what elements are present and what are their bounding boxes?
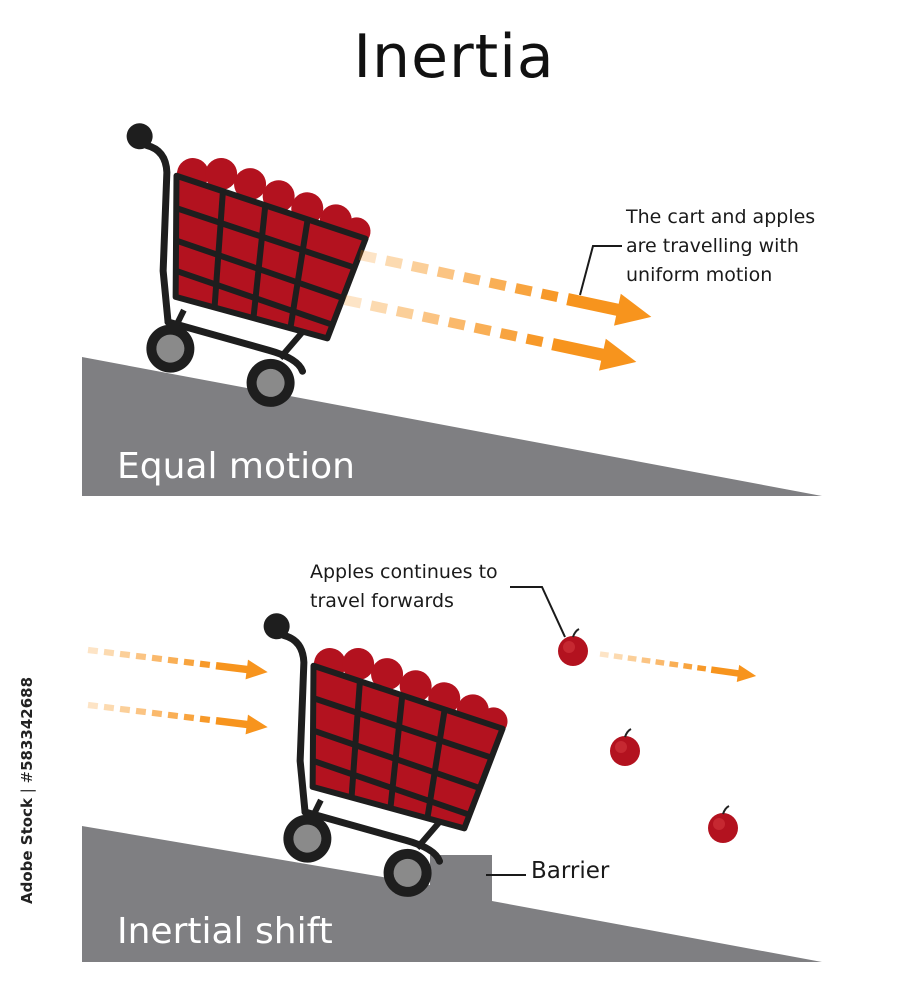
- stock-watermark: Adobe Stock | #583342688: [12, 677, 36, 910]
- flying-apple-3: [707, 805, 739, 844]
- bottom-annotation-line-1: Apples continues to: [310, 561, 498, 583]
- top-motion-arrow-1: [356, 239, 655, 333]
- top-annotation-line-1: The cart and apples: [626, 206, 816, 228]
- bottom-ramp-label: Inertial shift: [117, 911, 333, 952]
- top-annotation-line-3: uniform motion: [626, 264, 773, 286]
- top-annotation: The cart and apples are travelling with …: [626, 203, 815, 290]
- stock-brand: Adobe Stock: [18, 798, 36, 904]
- apple-motion-arrow: [598, 645, 758, 685]
- bottom-annotation-line-2: travel forwards: [310, 590, 454, 612]
- stock-watermark-text: Adobe Stock | #583342688: [18, 676, 36, 904]
- top-annotation-line-2: are travelling with: [626, 235, 799, 257]
- diagram-title: Inertia: [353, 22, 555, 92]
- bottom-annotation: Apples continues to travel forwards: [310, 558, 498, 616]
- top-ramp-label: Equal motion: [117, 446, 355, 487]
- flying-apple-2: [609, 728, 641, 767]
- flying-apple-1: [557, 628, 589, 667]
- top-annotation-leader: [579, 245, 622, 296]
- barrier-label: Barrier: [531, 858, 610, 884]
- bottom-annotation-leader: [510, 586, 566, 638]
- top-motion-arrow-2: [341, 284, 640, 378]
- stock-id: 583342688: [18, 676, 36, 771]
- bottom-motion-arrow-1: [86, 640, 269, 682]
- bottom-motion-arrow-2: [86, 695, 269, 737]
